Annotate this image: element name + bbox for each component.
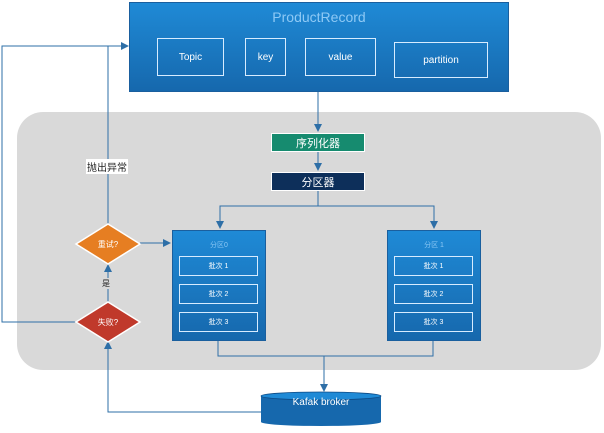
retry-diamond (74, 223, 142, 265)
field-value: value (305, 38, 376, 76)
partition-1-batch-2: 批次 2 (394, 284, 473, 304)
fail-label: 失败? (97, 318, 119, 327)
arrow-partitioner-to-partition-0 (216, 191, 319, 229)
partitioner-box: 分区器 (271, 172, 365, 191)
field-key: key (245, 38, 286, 76)
arrow-fail-to-record (1, 45, 108, 323)
arrow-broker-to-fail (104, 341, 261, 413)
serializer-box: 序列化器 (271, 133, 365, 152)
partition-0-title: 分区0 (210, 242, 228, 249)
partition-0-batch-2: 批次 2 (179, 284, 258, 304)
partition-1-title: 分区 1 (424, 242, 444, 249)
field-partition: partition (394, 42, 488, 78)
kafka-broker-label: Kafak broker (292, 397, 350, 408)
partition-1-batch-3: 批次 3 (394, 312, 473, 332)
arrow-partitioner-to-partition-1 (318, 205, 438, 229)
field-topic: Topic (157, 38, 224, 76)
producer-record-title: ProductRecord (272, 9, 366, 25)
retry-label: 重试? (97, 240, 119, 249)
kafka-broker-cylinder (260, 391, 382, 426)
partition-1-box (387, 230, 481, 341)
partition-0-batch-1: 批次 1 (179, 256, 258, 276)
arrow-retry-to-record (107, 42, 129, 224)
fail-diamond (74, 301, 142, 343)
partition-0-box (172, 230, 266, 341)
partition-1-batch-1: 批次 1 (394, 256, 473, 276)
throw-exception-label: 抛出异常 (86, 159, 128, 174)
yes-label: 是 (102, 278, 110, 289)
partition-0-batch-3: 批次 3 (179, 312, 258, 332)
arrow-partitions-to-broker (217, 341, 434, 357)
